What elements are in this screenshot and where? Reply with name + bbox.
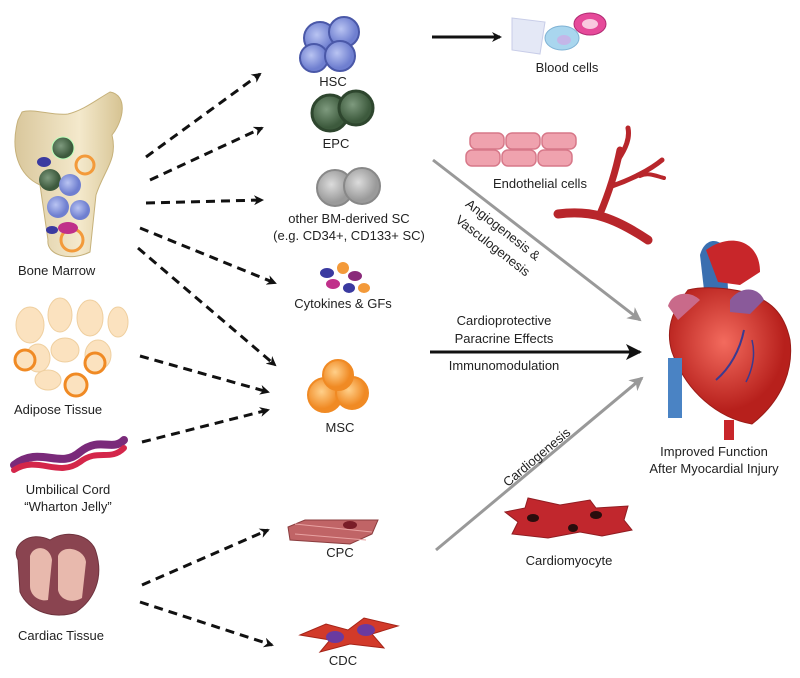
arrow-bm-to-epc xyxy=(149,126,264,182)
label-cardiac-tissue: Cardiac Tissue xyxy=(18,628,104,643)
heart-illustration xyxy=(668,240,792,440)
label-bone-marrow: Bone Marrow xyxy=(18,263,96,278)
cardiac-tissue-illustration xyxy=(15,533,100,616)
label-paracrine: Paracrine Effects xyxy=(454,331,554,346)
label-immunomodulation: Immunomodulation xyxy=(448,358,560,373)
cpc-illustration xyxy=(287,519,379,545)
epc-illustration xyxy=(310,89,375,133)
arrow-bm-to-other xyxy=(145,195,264,206)
label-endothelial-cells: Endothelial cells xyxy=(493,176,587,191)
label-cpc: CPC xyxy=(326,545,354,560)
cdc-illustration xyxy=(298,617,400,653)
blood-cells-illustration xyxy=(511,12,607,55)
label-cardiomyocyte: Cardiomyocyte xyxy=(525,553,613,568)
label-hsc: HSC xyxy=(319,74,347,89)
endothelial-illustration xyxy=(465,132,577,167)
label-adipose: Adipose Tissue xyxy=(14,402,103,417)
cytokines-illustration xyxy=(320,262,370,293)
label-other-bm-sc-examples: (e.g. CD34+, CD133+ SC) xyxy=(273,228,425,243)
label-improved-function: Improved Function xyxy=(660,444,768,459)
label-umbilical-cord: Umbilical Cord xyxy=(25,482,111,497)
source-arrows xyxy=(137,72,277,648)
label-cardioprotective: Cardioprotective xyxy=(456,313,552,328)
arrow-angiogenesis xyxy=(432,158,642,322)
adipose-illustration xyxy=(13,297,129,398)
cardiomyocyte-illustration xyxy=(503,497,633,539)
label-epc: EPC xyxy=(322,136,350,151)
arrow-bm-to-hsc xyxy=(145,72,262,159)
label-wharton-jelly: “Wharton Jelly” xyxy=(24,499,112,514)
arrow-cardiac-to-cpc xyxy=(141,528,270,587)
label-cytokines: Cytokines & GFs xyxy=(294,296,392,311)
arrow-bm-to-msc xyxy=(137,246,277,367)
bone-marrow-illustration xyxy=(14,91,123,258)
label-msc: MSC xyxy=(325,420,355,435)
arrow-bm-to-cytokines xyxy=(139,226,277,285)
arrow-cardiogenesis xyxy=(435,376,644,552)
label-cdc: CDC xyxy=(328,653,358,668)
label-blood-cells: Blood cells xyxy=(535,60,599,75)
hsc-illustration xyxy=(299,16,360,73)
arrow-cord-to-msc xyxy=(141,407,270,444)
other-bm-sc-illustration xyxy=(316,167,381,207)
label-after-injury: After Myocardial Injury xyxy=(649,461,779,476)
arrow-adipose-to-msc xyxy=(139,354,270,395)
blood-vessel-illustration xyxy=(553,125,666,245)
umbilical-cord-illustration xyxy=(10,436,128,473)
arrow-cardiac-to-cdc xyxy=(139,600,274,648)
msc-illustration xyxy=(307,359,369,413)
label-other-bm-sc: other BM-derived SC xyxy=(288,211,410,226)
